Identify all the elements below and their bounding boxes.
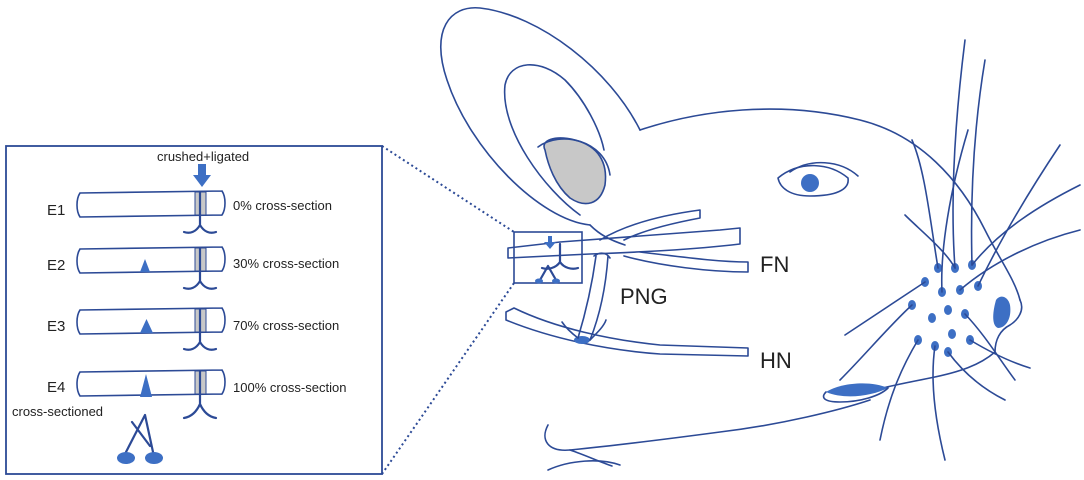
ear-inner: [503, 64, 605, 216]
ligature-thread-e4: [182, 369, 218, 420]
connector-bottom: [381, 282, 515, 475]
fn-label: FN: [760, 252, 789, 277]
ligature-thread-e3: [182, 307, 218, 351]
fn-trunk: [507, 227, 741, 259]
cross-sectioned-label: cross-sectioned: [12, 404, 103, 419]
caption-e4: 100% cross-section: [233, 380, 346, 395]
connector-top: [381, 145, 515, 233]
nostril: [993, 296, 1011, 328]
rat-head: [440, 7, 1081, 471]
nerve-segment-e2: [76, 246, 226, 274]
caption-e3: 70% cross-section: [233, 318, 339, 333]
row-id-e2: E2: [47, 257, 65, 274]
caption-e2: 30% cross-section: [233, 256, 339, 271]
png-label: PNG: [620, 284, 668, 309]
inset-row-e1: E1 0% cross-section: [47, 190, 332, 234]
cut-triangle-e2: [140, 259, 150, 272]
crush-arrow-icon: [193, 164, 211, 187]
nerve-segment-e1: [76, 190, 226, 218]
hn-trunk: [505, 307, 749, 357]
whisker-pads: [908, 260, 982, 357]
facial-nerve: FN: [507, 209, 789, 277]
eye-pupil: [801, 174, 819, 192]
head-top: [639, 108, 1021, 301]
inset-row-e4: E4 100% cross-section cross-sectioned: [12, 369, 346, 464]
inset-row-e3: E3 70% cross-section: [47, 307, 339, 351]
nose-tip: [994, 299, 1023, 353]
ear-outer: [440, 7, 641, 226]
inset-frame: [5, 145, 383, 475]
eye-outline: [777, 164, 849, 197]
png-graft-ends: [561, 319, 607, 341]
zoom-ligature: [540, 242, 580, 270]
ear-rim: [537, 138, 611, 176]
fn-branch-upper: [599, 209, 701, 241]
png-graft-body: [577, 255, 609, 341]
row-id-e1: E1: [47, 202, 65, 219]
zoom-box: [513, 231, 583, 284]
row-id-e3: E3: [47, 318, 65, 335]
throat-line: [547, 460, 621, 471]
ear-canal: [543, 137, 607, 205]
inset-row-e2: E2 30% cross-section: [47, 246, 339, 290]
zoom-cut-thread: [538, 264, 558, 282]
cut-triangle-e3: [140, 319, 153, 333]
cut-triangle-e4: [140, 374, 152, 397]
lower-lip: [822, 387, 889, 403]
png-graft: PNG: [561, 252, 668, 341]
inset-panel: crushed+ligated E1 0% cross-section E2 3…: [5, 145, 383, 475]
cross-thread-e4: [124, 413, 155, 454]
neck-fold: [569, 449, 613, 467]
hn-label: HN: [760, 348, 792, 373]
cut-end-right: [145, 452, 163, 464]
incisors: [826, 383, 888, 397]
png-graft-top: [593, 252, 611, 259]
ligature-thread-e1: [182, 190, 218, 234]
zoom-connector: [381, 145, 515, 475]
jaw-line: [544, 399, 871, 451]
ligature-thread-e2: [182, 246, 218, 290]
zoom-rect: [513, 231, 583, 284]
row-id-e4: E4: [47, 379, 65, 396]
fn-branch-lower: [623, 251, 749, 273]
caption-e1: 0% cross-section: [233, 198, 332, 213]
hypoglossal-nerve: HN: [505, 307, 792, 373]
crushed-ligated-label: crushed+ligated: [157, 149, 249, 164]
cut-end-left: [117, 452, 135, 464]
eyelid: [789, 161, 859, 177]
whiskers: [839, 39, 1081, 461]
